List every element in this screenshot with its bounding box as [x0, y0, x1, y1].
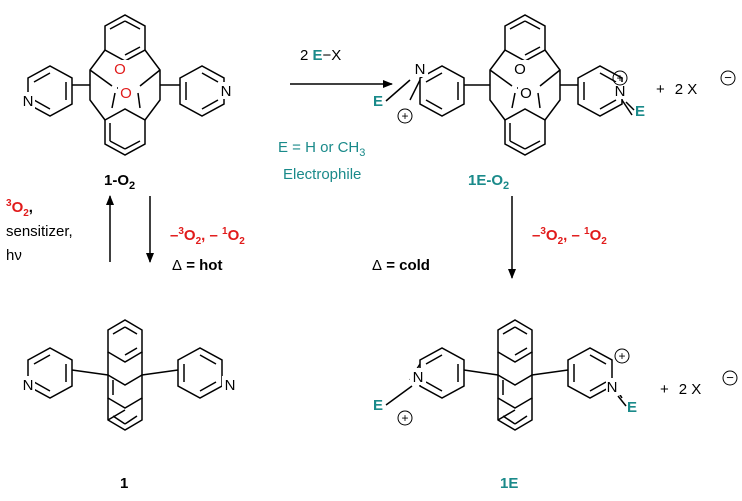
minus-charges [720, 70, 738, 386]
atom-n-left: N [23, 93, 34, 110]
heat-cold-label: Δ = cold [372, 257, 430, 274]
label-1e: 1E [500, 475, 518, 492]
electrophile-right-top: E [635, 103, 645, 120]
light-label: hν [6, 247, 22, 264]
sensitizer-label: sensitizer, [6, 223, 73, 240]
electrophile-right-bottom: E [627, 399, 637, 416]
atom-o-bottom: O [120, 85, 132, 102]
structure-1e-o2 [409, 14, 633, 156]
minus-charge-2: − [726, 370, 734, 385]
plus-charge-1: + [401, 109, 408, 123]
structure-1-o2 [27, 14, 225, 156]
atom-n-plus-left: N [415, 61, 426, 78]
structure-1e [409, 319, 623, 431]
atom-n-right-1: N [225, 377, 236, 394]
label-1: 1 [120, 475, 128, 492]
heat-hot-label: Δ = hot [172, 257, 222, 274]
atom-o-top-e: O [514, 61, 526, 78]
atom-n-right: N [221, 83, 232, 100]
structure-1 [27, 319, 223, 431]
oxygen-triplet-label: 3O2, [6, 198, 33, 219]
atom-n-plus-right: N [615, 83, 626, 100]
minus-charge-1: − [724, 70, 732, 85]
reagent-label: 2 E−X [300, 47, 341, 64]
label-1-o2: 1-O2 [104, 172, 135, 192]
oxygen-loss-left: –3O2, – 1O2 [170, 226, 245, 247]
electrophile-left-bottom: E [373, 397, 383, 414]
atom-n-plus-left-1e: N [413, 369, 424, 386]
byproduct-top: +2 X [656, 81, 697, 98]
atom-n-left-1: N [23, 377, 34, 394]
plus-charge-2: + [616, 71, 623, 85]
atom-o-top: O [114, 61, 126, 78]
plus-charge-3: + [401, 411, 408, 425]
electrophile-left-top: E [373, 93, 383, 110]
label-1e-o2: 1E-O2 [468, 172, 509, 192]
byproduct-bottom: +2 X [660, 381, 701, 398]
atom-o-bottom-e: O [520, 85, 532, 102]
plus-charges [397, 70, 630, 426]
oxygen-loss-right: –3O2, – 1O2 [532, 226, 607, 247]
atom-n-plus-right-1e: N [607, 379, 618, 396]
electrophile-definition: E = H or CH3 [278, 139, 365, 159]
electrophile-name: Electrophile [283, 166, 361, 183]
plus-charge-4: + [618, 349, 625, 363]
